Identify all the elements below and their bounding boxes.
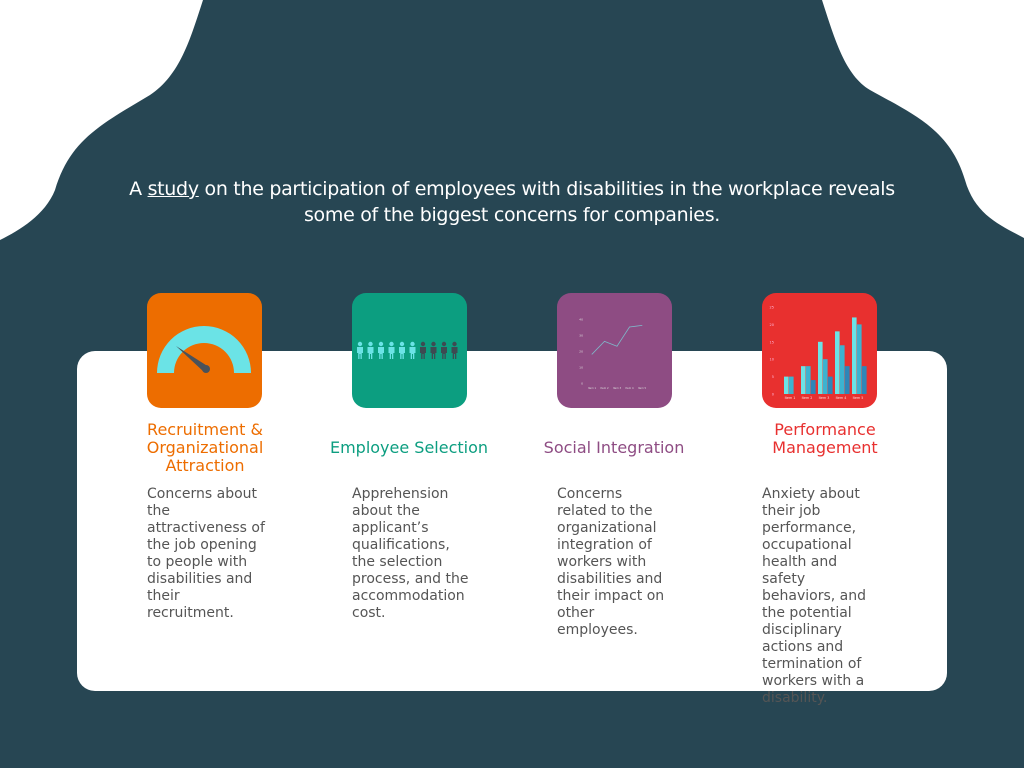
bar <box>845 366 850 394</box>
bar <box>806 366 811 394</box>
column-title: Performance Management <box>772 420 878 457</box>
person-body <box>420 347 426 359</box>
bar <box>828 376 833 394</box>
person-body <box>409 347 416 359</box>
person-body <box>357 347 363 359</box>
data-point <box>591 353 593 355</box>
y-tick-label: 30 <box>579 334 583 338</box>
bar <box>789 376 794 394</box>
x-tick-label: Item 3 <box>613 386 621 390</box>
bar <box>840 345 845 394</box>
data-point <box>604 341 605 342</box>
x-tick-label: Item 5 <box>853 396 864 400</box>
column-description: Apprehension about the applicant’s quali… <box>352 486 469 621</box>
person-head <box>368 341 373 347</box>
person-head <box>389 341 394 347</box>
data-point <box>616 345 618 347</box>
y-tick-label: 0 <box>581 382 583 386</box>
data-point <box>629 326 630 328</box>
column-description: Concerns about the attractiveness of the… <box>147 486 265 621</box>
y-tick-label: 15 <box>770 340 774 344</box>
y-tick-label: 40 <box>579 318 583 322</box>
bar <box>835 331 840 394</box>
column-description: Anxiety about their job performance, occ… <box>762 486 866 706</box>
person-body <box>367 347 374 359</box>
y-tick-label: 0 <box>772 393 774 397</box>
speedometer-icon <box>147 293 262 408</box>
person-head <box>441 341 447 347</box>
y-tick-label: 10 <box>770 358 774 362</box>
line-series <box>591 325 643 355</box>
y-tick-label: 20 <box>579 350 583 354</box>
y-tick-label: 25 <box>770 306 774 310</box>
people-row-icon <box>352 293 467 408</box>
person-body <box>430 347 437 359</box>
person-body <box>388 347 395 359</box>
person-body <box>399 347 405 359</box>
study-link[interactable]: study <box>147 178 200 200</box>
x-tick-label: Item 4 <box>836 396 847 400</box>
bar <box>784 376 789 394</box>
data-point <box>641 325 643 326</box>
x-tick-label: Item 4 <box>625 386 633 390</box>
bar <box>862 366 867 394</box>
bar <box>852 317 857 394</box>
column-title: Social Integration <box>543 438 685 457</box>
bar <box>818 341 823 394</box>
person-head <box>431 341 436 347</box>
bar <box>857 324 862 394</box>
x-tick-label: Item 2 <box>600 386 608 390</box>
x-tick-label: Item 5 <box>638 386 646 390</box>
column-title: Recruitment & Organizational Attraction <box>146 420 264 475</box>
x-tick-label: Item 3 <box>819 396 830 400</box>
bar <box>801 366 806 394</box>
bar <box>823 359 828 394</box>
bar <box>811 380 816 394</box>
x-tick-label: Item 1 <box>588 386 596 390</box>
person-body <box>378 347 384 359</box>
person-head <box>420 341 426 347</box>
column-title: Employee Selection <box>329 438 489 457</box>
person-head <box>399 341 405 347</box>
y-tick-label: 10 <box>579 366 583 370</box>
x-tick-label: Item 2 <box>802 396 813 400</box>
column-description: Concerns related to the organizational i… <box>557 486 665 638</box>
y-tick-label: 5 <box>772 375 774 379</box>
person-head <box>378 341 384 347</box>
y-tick-label: 20 <box>770 323 774 327</box>
x-tick-label: Item 1 <box>785 396 796 400</box>
person-head <box>357 341 363 347</box>
person-body <box>441 347 447 359</box>
person-head <box>410 341 415 347</box>
person-body <box>451 347 458 359</box>
person-head <box>452 341 457 347</box>
intro-text: A study on the participation of employee… <box>129 178 895 226</box>
